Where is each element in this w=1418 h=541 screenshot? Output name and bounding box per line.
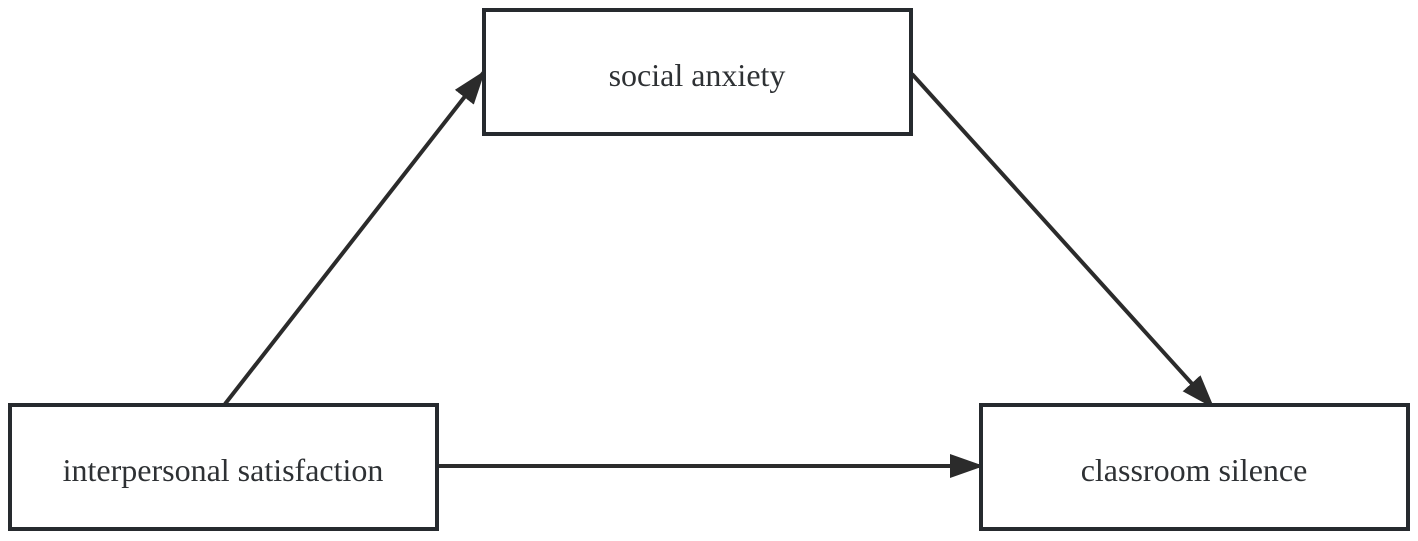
arrow-social-anxiety-to-classroom-silence: [910, 72, 1215, 409]
node-interpersonal-satisfaction: interpersonal satisfaction: [8, 403, 439, 531]
node-classroom-silence-label: classroom silence: [1081, 452, 1308, 488]
node-classroom-silence: classroom silence: [979, 403, 1410, 531]
arrow-interpersonal-to-social-anxiety: [223, 70, 486, 406]
node-social-anxiety: social anxiety: [482, 8, 913, 136]
node-interpersonal-satisfaction-label: interpersonal satisfaction: [63, 452, 384, 488]
node-social-anxiety-label: social anxiety: [609, 57, 786, 93]
